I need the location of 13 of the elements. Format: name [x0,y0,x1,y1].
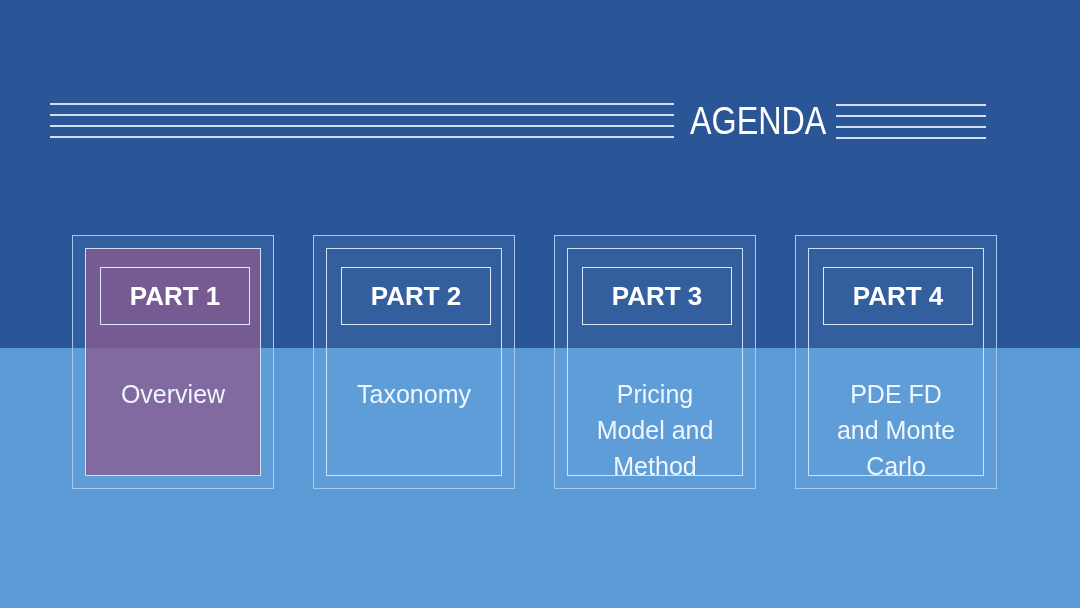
topic-text: Overview [119,379,227,410]
topic-text: Pricing Model and Method [595,379,715,482]
part-heading-box: PART 2 [341,267,491,325]
part-heading-box: PART 4 [823,267,973,325]
part-heading-box: PART 1 [100,267,250,325]
part-heading-box: PART 3 [582,267,732,325]
agenda-card [72,235,274,489]
agenda-card [795,235,997,489]
agenda-card [313,235,515,489]
topic-text: Taxonomy [356,379,472,410]
topic-text: PDE FD and Monte Carlo [835,379,957,482]
agenda-card [554,235,756,489]
slide-title: AGENDA [690,100,827,143]
